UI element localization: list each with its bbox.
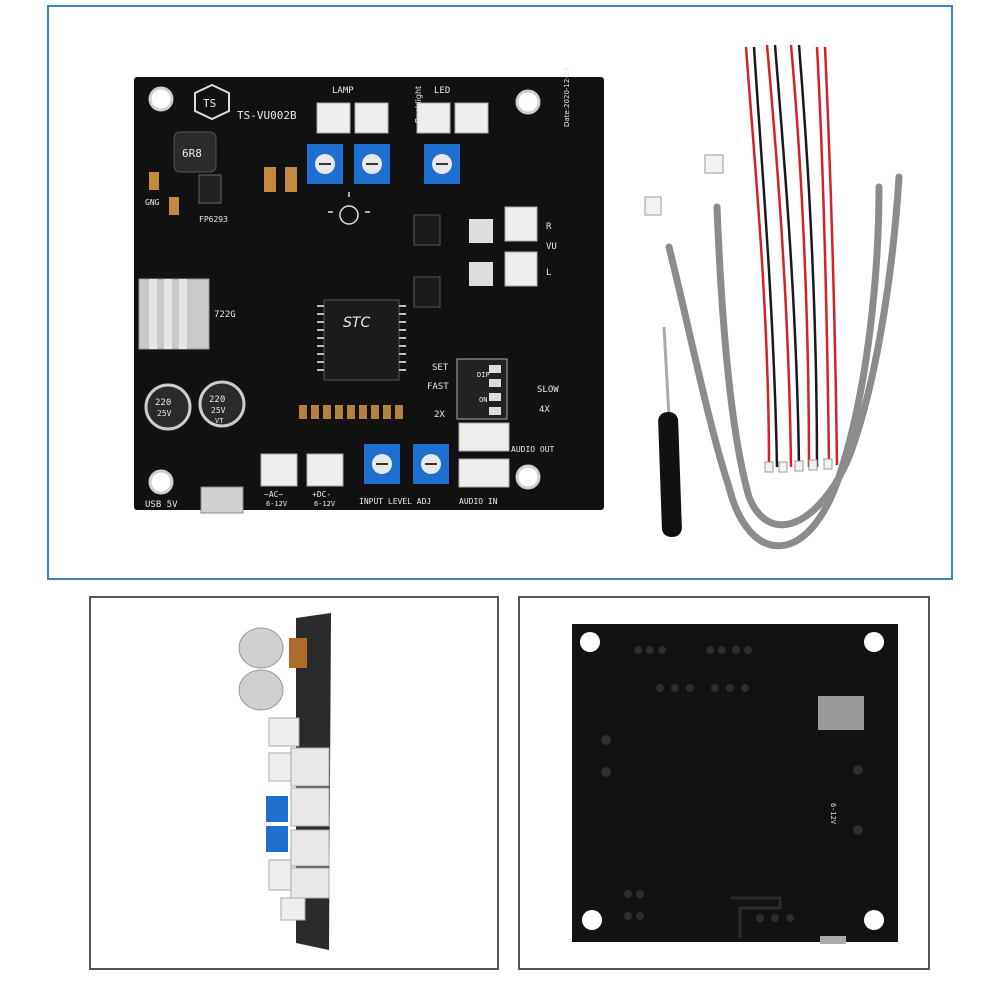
label-gng: GNG — [145, 198, 160, 207]
trimmer-pots-top — [307, 144, 460, 184]
board-front-photo: TS TS-VU002B LAMP LED Backlight Date:202… — [134, 44, 903, 550]
label-usb: USB 5V — [145, 500, 178, 510]
side-inductor — [289, 638, 307, 668]
label-dc-voltage: 6-12V — [314, 500, 336, 508]
label-audio-in: AUDIO IN — [459, 497, 498, 506]
lamp-icon — [328, 192, 370, 225]
side-cap-1 — [238, 627, 284, 669]
jumper-wires — [744, 44, 839, 468]
screwdriver — [658, 326, 682, 538]
dip-levers — [489, 365, 501, 415]
opamp-1 — [413, 214, 441, 246]
mini-trimmer-1 — [469, 219, 493, 243]
svg-text:TS: TS — [203, 97, 216, 110]
label-set: SET — [432, 363, 449, 373]
label-dc: +DC- — [312, 490, 331, 499]
vu-connector-r — [504, 206, 538, 242]
label-ac-voltage: 6-12V — [266, 500, 288, 508]
cap2-voltage: 25V — [211, 406, 226, 415]
grey-cables — [665, 173, 903, 550]
cable-plugs — [644, 154, 724, 216]
electrolytic-capacitors — [144, 380, 246, 431]
back-usb-edge — [820, 936, 846, 944]
product-photo-top: TS TS-VU002B LAMP LED Backlight Date:202… — [47, 5, 953, 580]
opamp-2 — [413, 276, 441, 308]
mounting-holes — [148, 86, 541, 495]
product-photo-side — [89, 596, 499, 970]
audio-out-connector — [458, 422, 510, 452]
mini-trimmer-2 — [469, 262, 493, 286]
dc-connector — [306, 453, 344, 487]
side-header-3 — [290, 829, 330, 867]
wire-plugs — [764, 458, 833, 473]
board-model: TS-VU002B — [237, 109, 297, 122]
lamp-connectors — [316, 102, 489, 134]
side-trimmer-1 — [266, 796, 288, 822]
label-dip: DIP — [477, 371, 490, 379]
label-lamp: LAMP — [332, 86, 354, 96]
fp-ic — [198, 174, 222, 204]
label-on: ON — [479, 396, 487, 404]
cap2-series: VT — [215, 417, 224, 425]
back-mounting-holes — [580, 632, 884, 930]
usb-connector — [200, 486, 244, 514]
resistor-row — [299, 405, 403, 419]
side-trimmer-2 — [266, 826, 288, 852]
vu-connector-l — [504, 251, 538, 287]
heatsink — [138, 278, 210, 350]
side-connector-3 — [268, 859, 292, 891]
label-fast: FAST — [427, 382, 449, 392]
heatsink-label: 722G — [214, 310, 236, 320]
pcb-back — [572, 624, 898, 942]
input-level-trimmers — [364, 444, 449, 484]
label-2x: 2X — [434, 410, 445, 420]
mcu-chip — [323, 299, 400, 381]
inductor-code: 6R8 — [182, 147, 202, 160]
label-audio-out: AUDIO OUT — [511, 445, 555, 454]
back-voltage-label: 6-12V — [829, 803, 837, 825]
ic-label: FP6293 — [199, 215, 228, 224]
label-backlight: Backlight — [414, 86, 423, 123]
side-usb — [280, 897, 306, 921]
mcu-pins — [317, 305, 406, 371]
cap1-value: 220 — [155, 398, 171, 408]
mcu-brand: STC — [343, 315, 370, 331]
label-ac: ~AC~ — [264, 490, 283, 499]
label-r-vu: R — [546, 222, 552, 232]
cap2-value: 220 — [209, 395, 225, 405]
label-vu: VU — [546, 242, 557, 252]
label-4x: 4X — [539, 405, 550, 415]
label-led: LED — [434, 86, 450, 96]
side-connector-1 — [268, 717, 300, 747]
board-back-photo: 6-12V — [572, 624, 898, 944]
ac-connector — [260, 453, 298, 487]
board-date: Date:2020-12-24 — [563, 67, 571, 127]
inductor — [173, 131, 217, 173]
label-l-vu: L — [546, 268, 551, 278]
back-usb-pad — [818, 696, 864, 730]
side-header-4 — [290, 867, 330, 899]
side-header-2 — [290, 787, 330, 827]
solder-joints — [601, 646, 863, 922]
board-side-photo — [238, 613, 331, 950]
smd-capacitors — [149, 167, 297, 215]
label-input-level-adj: INPUT LEVEL ADJ — [359, 497, 431, 506]
cap1-voltage: 25V — [157, 409, 172, 418]
side-header-1 — [290, 747, 330, 787]
side-cap-2 — [238, 669, 284, 711]
product-photo-back: 6-12V — [518, 596, 930, 970]
label-slow: SLOW — [537, 385, 559, 395]
ts-logo: TS — [194, 83, 230, 121]
back-trace — [730, 896, 782, 938]
audio-in-connector — [458, 458, 510, 488]
